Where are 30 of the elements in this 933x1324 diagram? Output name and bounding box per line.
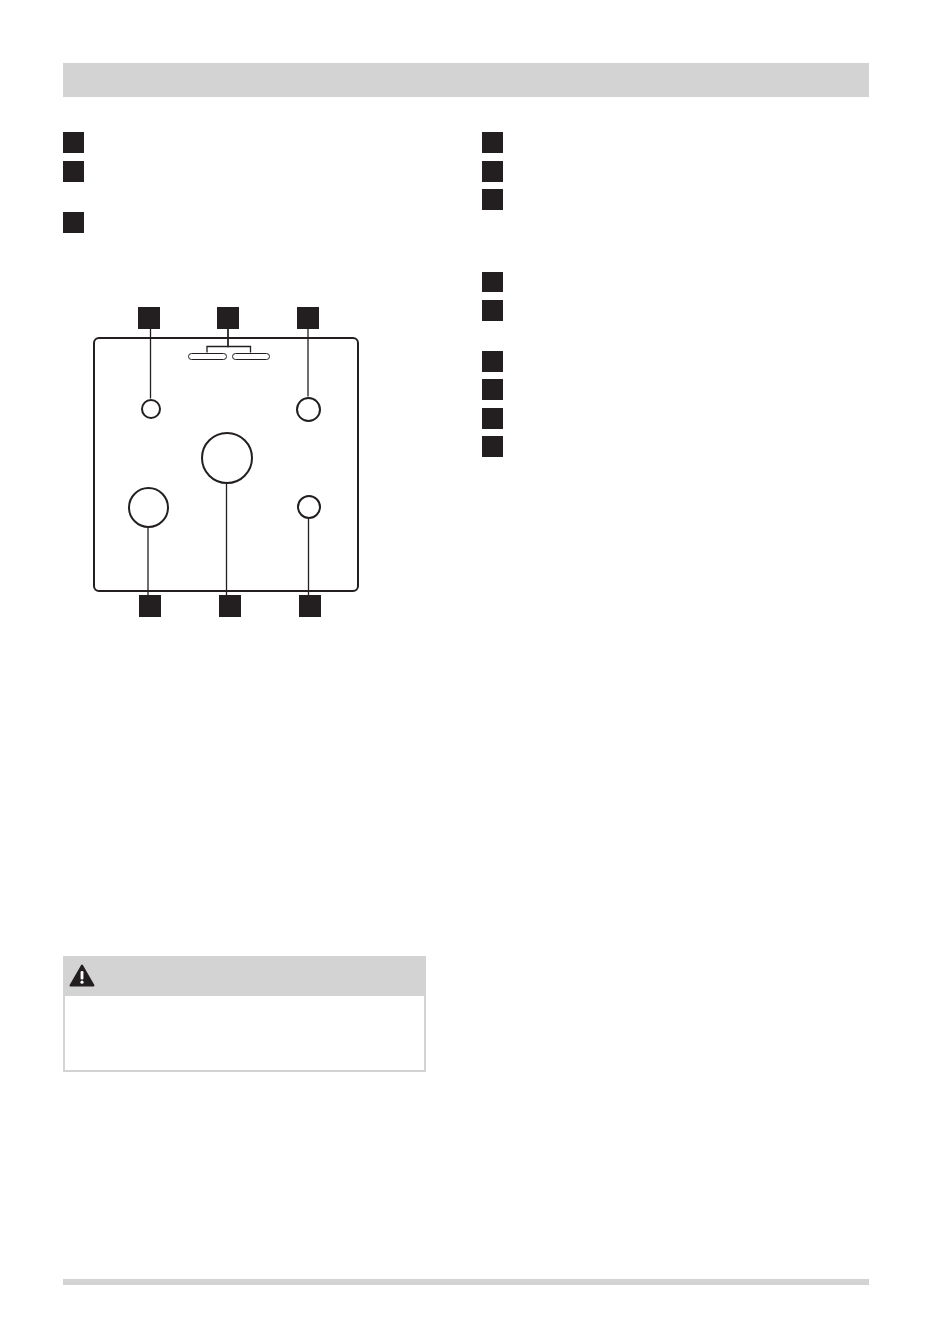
burner-ring [127,486,169,528]
callout-marker [299,595,321,617]
callout-marker [482,189,503,210]
leader-line [307,517,310,596]
callout-marker [482,408,503,429]
burner-ring [200,431,253,484]
callout-marker [482,161,503,182]
callout-marker [482,436,503,457]
burner-ring [140,398,161,419]
callout-marker [217,307,239,329]
callout-marker [482,272,503,292]
callout-marker [138,307,160,329]
burner-ring [295,396,321,422]
callout-marker [297,307,319,329]
callout-marker [63,161,84,182]
callout-marker [139,595,161,617]
leader-line [147,526,149,596]
leader-line [227,328,252,354]
burner-ring [296,494,321,519]
leader-line [225,482,228,596]
callout-marker [219,595,241,617]
callout-marker [63,132,84,153]
callout-marker [482,351,503,372]
hob-top-outline [93,337,359,592]
leader-line [307,328,309,398]
callout-marker [63,212,84,233]
leader-line [149,328,152,400]
callout-marker [482,132,503,153]
callout-marker [482,379,503,400]
callout-marker [482,300,503,321]
